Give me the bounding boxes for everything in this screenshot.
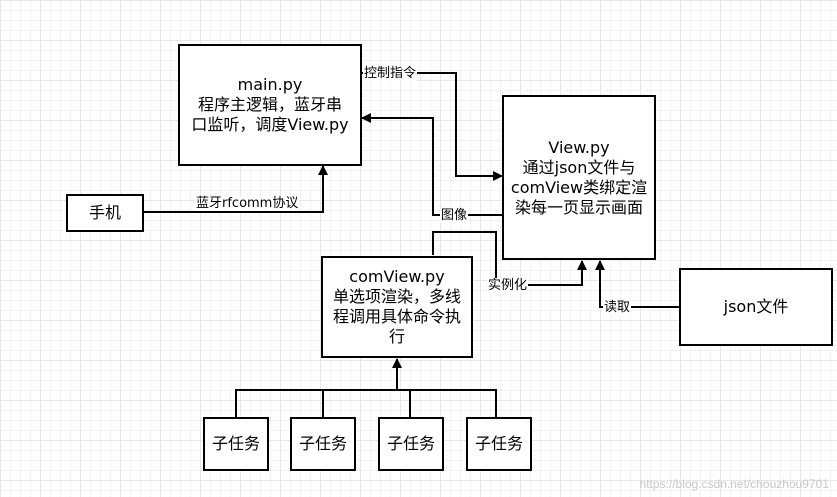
bluetooth-protocol-label: 蓝牙rfcomm协议 xyxy=(195,196,300,211)
phone-node: 手机 xyxy=(66,194,144,232)
read-arrow xyxy=(595,260,680,308)
phone-text: 手机 xyxy=(88,203,121,222)
read-label: 读取 xyxy=(603,300,632,315)
subtask-node-1: 子任务 xyxy=(203,417,269,471)
bluetooth-arrow xyxy=(144,165,328,213)
instantiate-label: 实例化 xyxy=(487,278,529,293)
watermark: https://blog.csdn.net/chouzhou9701 xyxy=(639,477,829,491)
subtask-branches xyxy=(235,389,497,417)
view-py-text: View.py 通过json文件与 comView类绑定渲 染每一页显示画面 xyxy=(510,137,648,217)
main-py-text: main.py 程序主逻辑，蓝牙串 口监听，调度View.py xyxy=(191,75,349,134)
control-command-label: 控制指令 xyxy=(363,66,418,81)
comview-py-text: comView.py 单选项渲染，多线 程调用具体命令执 行 xyxy=(332,267,461,346)
subtask-text: 子任务 xyxy=(211,434,260,453)
subtask-node-2: 子任务 xyxy=(290,417,356,471)
view-py-node: View.py 通过json文件与 comView类绑定渲 染每一页显示画面 xyxy=(502,95,656,260)
json-file-node: json文件 xyxy=(679,268,833,346)
image-arrow xyxy=(361,113,502,216)
subtask-text: 子任务 xyxy=(386,434,435,453)
comview-py-node: comView.py 单选项渲染，多线 程调用具体命令执 行 xyxy=(321,256,473,358)
control-arrow xyxy=(360,72,503,181)
subtask-text: 子任务 xyxy=(474,434,523,453)
main-py-node: main.py 程序主逻辑，蓝牙串 口监听，调度View.py xyxy=(178,44,362,166)
json-file-text: json文件 xyxy=(723,297,789,316)
subtask-node-4: 子任务 xyxy=(466,417,532,471)
instantiate-arrow xyxy=(432,231,587,286)
image-label: 图像 xyxy=(440,208,469,223)
subtask-node-3: 子任务 xyxy=(378,417,444,471)
subtask-text: 子任务 xyxy=(298,434,347,453)
